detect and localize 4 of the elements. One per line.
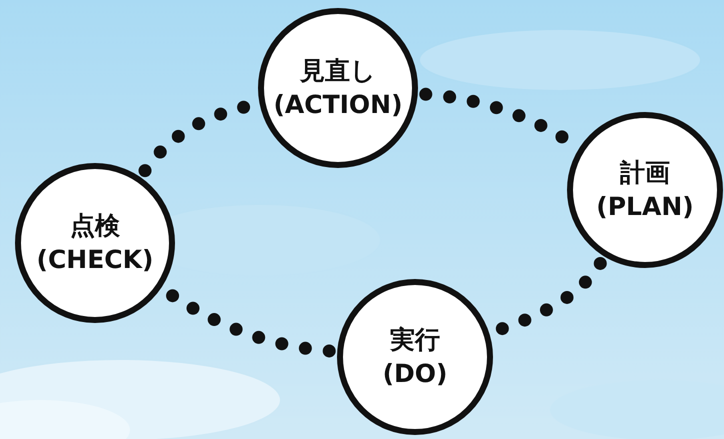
node-label: 見直し (ACTION) (272, 55, 404, 121)
node-label: 実行 (DO) (382, 324, 448, 390)
node-label: 計画 (PLAN) (595, 157, 695, 223)
node-label: 点検 (CHECK) (36, 210, 154, 276)
